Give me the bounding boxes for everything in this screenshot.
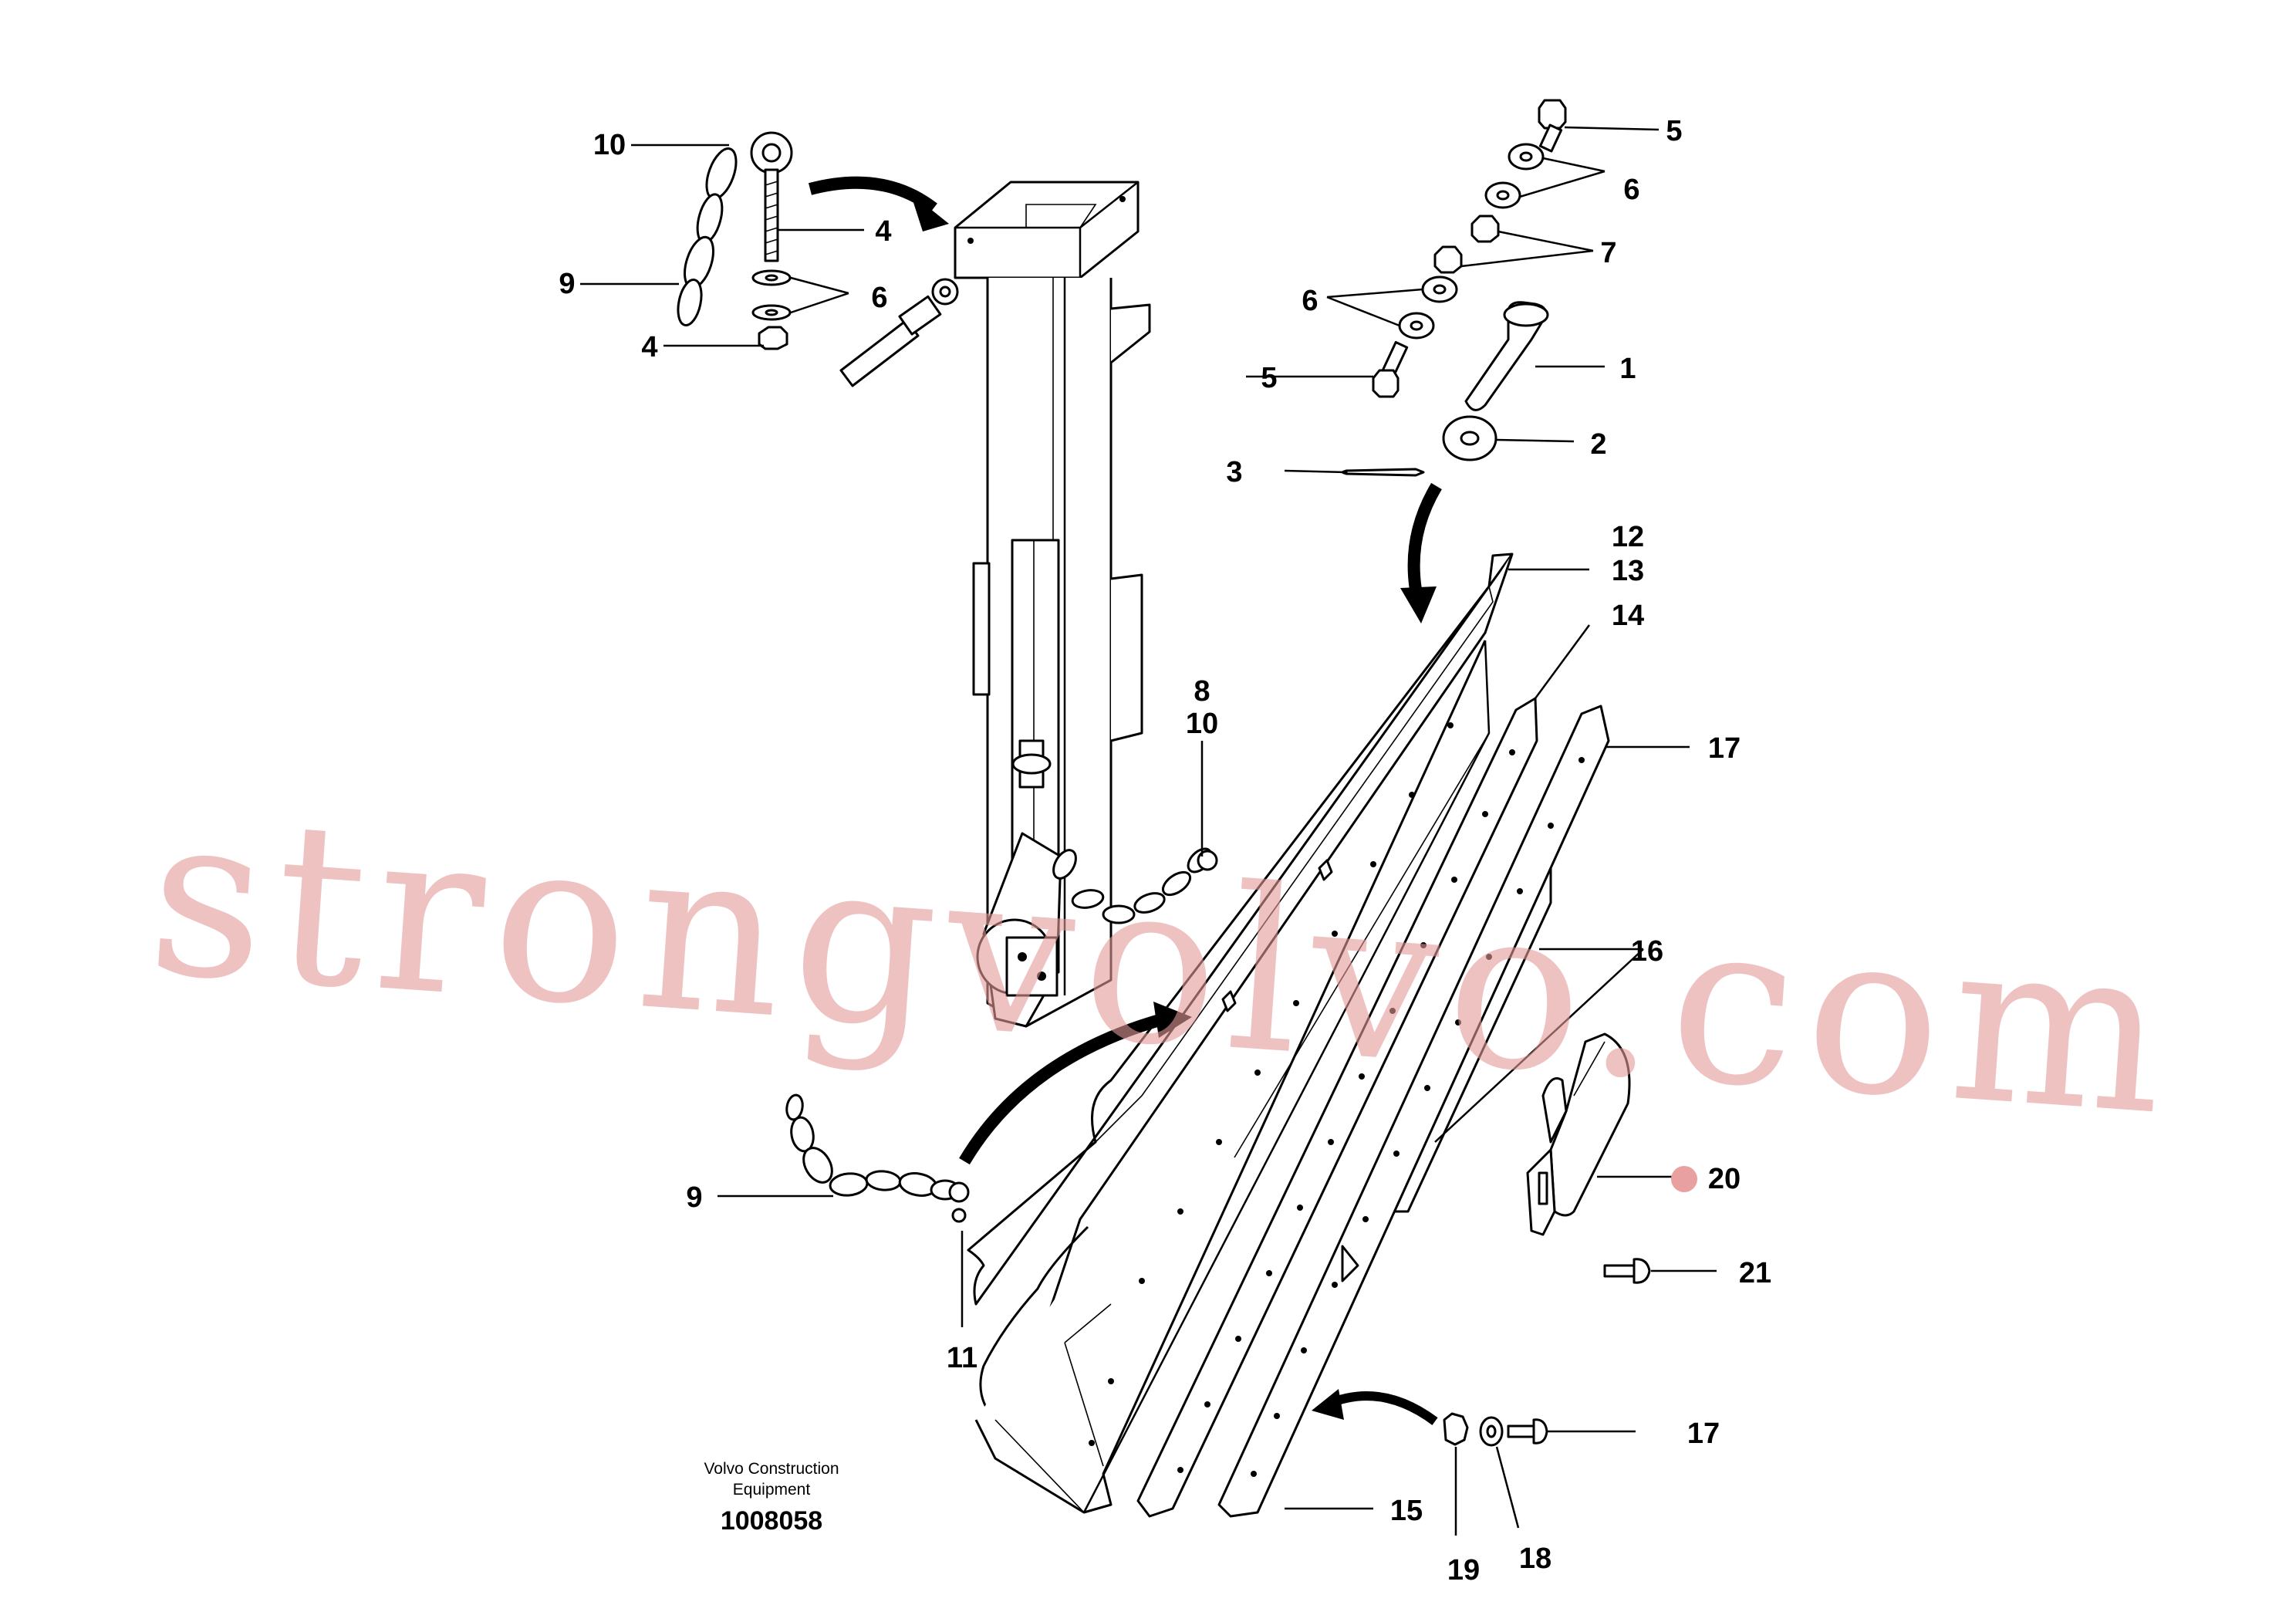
- chain-assembly-lower: [785, 1093, 970, 1223]
- document-number: 1008058: [721, 1506, 822, 1536]
- callout-7: 7: [1600, 237, 1616, 269]
- callout-labels: 10 9 4 6 4 5 6 7 6 5 1 2 3 12 13 14 17 1…: [559, 115, 1771, 1587]
- callout-16: 17: [1708, 732, 1741, 765]
- callout-6-mid: 6: [1302, 285, 1318, 317]
- callout-6-left: 6: [871, 282, 887, 314]
- leader-lines: [580, 126, 1717, 1536]
- callout-4-upper: 4: [875, 215, 891, 248]
- callout-5-mid: 5: [1261, 362, 1277, 394]
- callout-21: 21: [1739, 1257, 1771, 1289]
- callout-15: 16: [1631, 935, 1663, 968]
- callout-19: 19: [1447, 1554, 1480, 1587]
- callout-5-top: 5: [1666, 115, 1682, 147]
- callout-13: 14: [1612, 600, 1644, 632]
- callout-1: 1: [1619, 353, 1636, 385]
- callout-4-lower: 4: [641, 331, 657, 363]
- direction-arrow-down: [1400, 482, 1442, 623]
- credit-block: Volvo Construction Equipment 1008058: [704, 1460, 839, 1536]
- credit-line-2: Equipment: [733, 1481, 811, 1499]
- fastener-17-18-19: [1443, 1412, 1548, 1447]
- callout-6-right: 6: [1623, 174, 1639, 206]
- chain-eyebolt-assembly: [677, 131, 793, 350]
- marker-20-dot: [1671, 1166, 1697, 1192]
- callout-9-bottom: 9: [686, 1181, 702, 1214]
- direction-arrow-top: [808, 176, 949, 231]
- bolt-21: [1603, 1258, 1651, 1284]
- callout-10-bottom: 11: [947, 1342, 977, 1374]
- callout-18: 18: [1519, 1543, 1551, 1575]
- callout-9-top: 9: [559, 268, 575, 300]
- callout-11: 12: [1612, 521, 1644, 553]
- post-assembly: [954, 181, 1218, 1028]
- callout-14: 15: [1390, 1495, 1423, 1527]
- hydraulic-rod: [839, 278, 959, 387]
- callout-8: 8: [1194, 675, 1210, 708]
- moldboard-blade: [967, 552, 1514, 1514]
- callout-12: 13: [1612, 555, 1644, 587]
- cutting-edge-13: [1136, 697, 1538, 1518]
- direction-arrow-middle: [959, 1002, 1192, 1165]
- callout-2: 2: [1590, 428, 1606, 461]
- credit-line-1: Volvo Construction: [704, 1460, 839, 1478]
- skid-shoe-20: [1526, 1032, 1631, 1236]
- direction-arrow-bottom: [1312, 1389, 1438, 1425]
- callout-3: 3: [1226, 456, 1242, 488]
- callout-20: 20: [1708, 1163, 1741, 1195]
- callout-10-top: 10: [593, 129, 626, 161]
- callout-10-mid: 10: [1186, 708, 1218, 740]
- cutting-edge-16: [1217, 705, 1610, 1518]
- callout-17: 17: [1687, 1418, 1720, 1450]
- hardware-stack: [1341, 99, 1567, 477]
